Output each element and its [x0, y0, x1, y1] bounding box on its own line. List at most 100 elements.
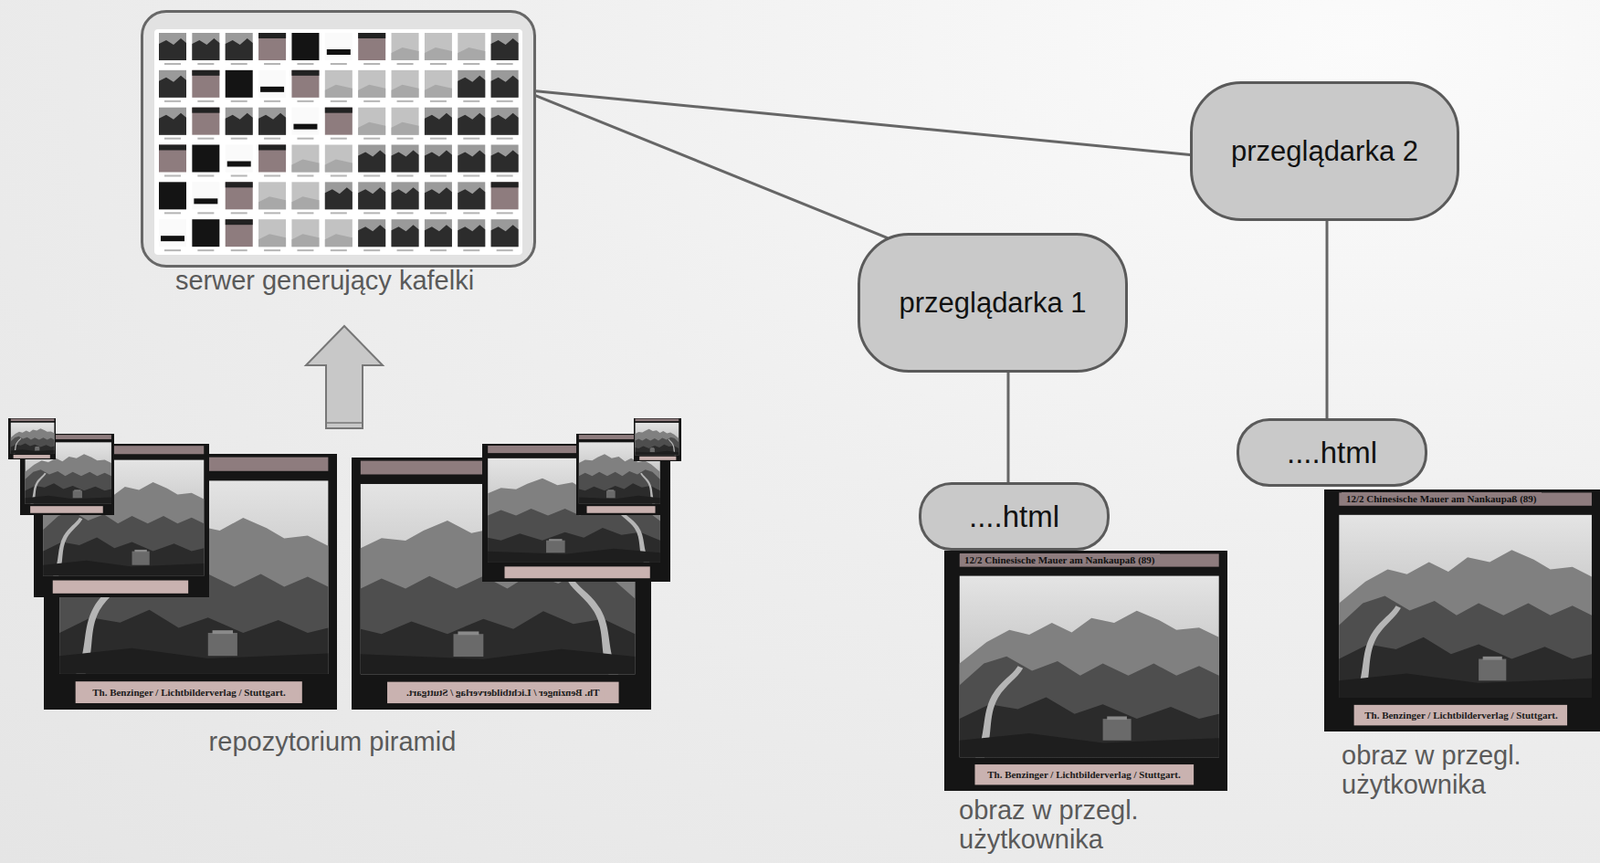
tile-filename — [430, 100, 447, 103]
tile-filename — [397, 63, 414, 65]
tile — [325, 107, 353, 114]
tile-grid — [143, 12, 534, 265]
tile-filename — [463, 100, 480, 103]
tile — [158, 75, 187, 98]
tile — [457, 219, 485, 252]
tile — [357, 219, 386, 247]
tile — [491, 70, 519, 98]
tile — [357, 70, 386, 103]
tile — [424, 113, 453, 136]
tile — [391, 107, 420, 140]
tile-filename — [164, 100, 181, 103]
tile — [457, 75, 485, 98]
slide-caption: Th. Benzinger / Lichtbilderverlag / Stut… — [982, 765, 1186, 784]
caption: obraz w przegl. użytkownika — [1341, 741, 1543, 800]
tile-filename — [496, 100, 514, 103]
tile — [158, 70, 187, 98]
tile-filename — [363, 63, 380, 65]
tile — [325, 181, 353, 214]
tile — [491, 181, 519, 210]
tile — [158, 145, 187, 178]
tile-filename — [397, 137, 414, 140]
tile-filename — [263, 211, 281, 214]
tile — [291, 70, 319, 76]
tile — [325, 32, 353, 61]
tile — [491, 145, 519, 178]
tile — [391, 181, 420, 210]
tile — [325, 233, 353, 247]
tile — [391, 122, 420, 136]
tile — [391, 32, 420, 65]
tile — [424, 187, 453, 210]
tile — [258, 70, 286, 103]
tile-filename — [330, 175, 348, 178]
tile — [225, 32, 253, 61]
tile — [357, 32, 386, 61]
tile — [424, 32, 453, 61]
tile — [391, 219, 420, 252]
tile — [357, 84, 386, 98]
tile — [391, 145, 420, 173]
tile — [225, 32, 253, 65]
tile-sheet — [154, 29, 523, 255]
tile — [424, 150, 453, 173]
tile — [391, 219, 420, 247]
slide-title: 12/2 Chinesische Mauer am Nankaupaß (89) — [1341, 492, 1542, 506]
tile-filename — [296, 175, 314, 178]
tile-filename — [363, 211, 380, 214]
tile — [225, 70, 253, 103]
tile — [457, 107, 485, 136]
tile — [457, 145, 485, 173]
tile-filename — [330, 137, 348, 140]
tile — [191, 145, 220, 178]
tile — [225, 219, 253, 225]
tile — [391, 32, 420, 61]
tile — [457, 70, 485, 98]
tile-filename — [330, 249, 348, 252]
tile-filename — [296, 63, 314, 65]
tile-filename — [296, 100, 314, 103]
node-label: przeglądarka 2 — [1231, 135, 1419, 169]
connector — [536, 91, 1190, 156]
tile-filename — [463, 137, 480, 140]
tile-filename — [330, 63, 348, 65]
tile — [258, 32, 286, 39]
tile — [225, 38, 253, 61]
tile — [424, 219, 453, 252]
node-label: ....html — [1286, 435, 1378, 471]
node-label: przeglądarka 1 — [898, 286, 1086, 320]
tile — [357, 32, 386, 39]
tile-filename — [363, 100, 380, 103]
tile — [291, 159, 319, 173]
tile — [325, 219, 353, 247]
tile-filename — [496, 249, 514, 252]
connector — [536, 95, 887, 238]
tile — [291, 107, 319, 136]
tile — [158, 32, 187, 61]
tile-filename — [463, 63, 480, 65]
tile-filename — [363, 249, 380, 252]
tile — [424, 70, 453, 98]
tile — [326, 49, 351, 55]
tile — [491, 32, 519, 65]
tile — [424, 84, 453, 98]
tile-filename — [164, 211, 181, 214]
tile-filename — [430, 211, 447, 214]
tile — [357, 150, 386, 173]
tile — [325, 187, 353, 210]
tile — [193, 198, 218, 204]
tile — [258, 107, 286, 140]
tile — [225, 113, 253, 136]
tile — [491, 75, 519, 98]
tile — [158, 219, 187, 252]
tile — [258, 107, 286, 136]
slide-caption: Th. Benzinger / Lichtbilderverlag / Stut… — [87, 683, 291, 702]
tile — [191, 70, 220, 103]
tile — [491, 70, 519, 103]
tile — [225, 70, 253, 98]
tile — [325, 107, 353, 140]
tile — [225, 219, 253, 252]
tile — [225, 219, 253, 247]
tile — [191, 70, 220, 98]
